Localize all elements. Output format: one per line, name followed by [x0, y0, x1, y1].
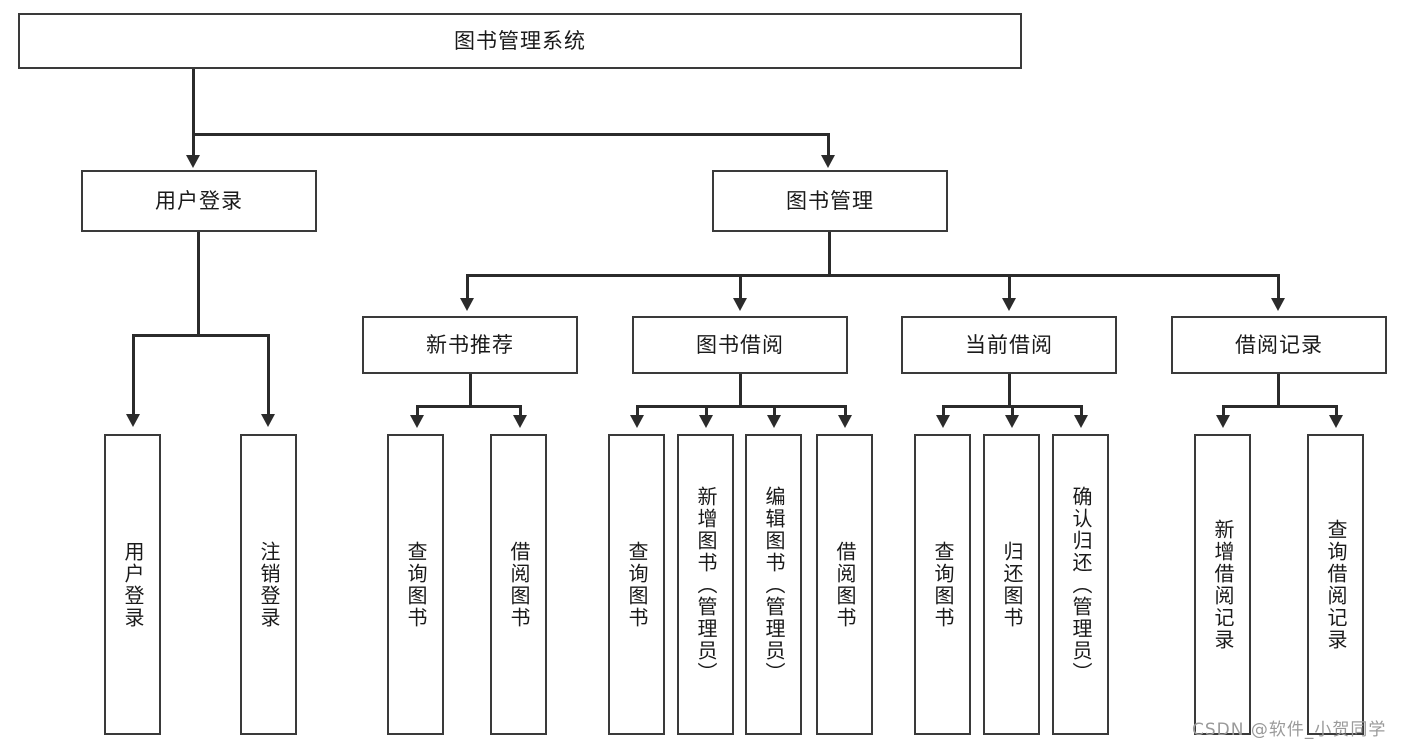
arrow-cb-to-leaf-1 [936, 415, 950, 428]
connector-cb-to-leaf-2 [1011, 405, 1014, 417]
connector-br-to-leaf-1 [1222, 405, 1225, 417]
connector-new-book-bar [416, 405, 522, 408]
node-label: 图书管理 [786, 188, 874, 213]
connector-new-book-stem [469, 374, 472, 408]
leaf-current-borrow-return-books[interactable]: 归还图书 [983, 434, 1040, 735]
leaf-book-borrow-borrow-books[interactable]: 借阅图书 [816, 434, 873, 735]
arrow-user-login-to-leaf-1 [126, 414, 140, 427]
node-label: 查询图书 [625, 540, 649, 629]
node-label: 编辑图书（管理员） [762, 485, 786, 684]
connector-user-login-bar [132, 334, 270, 337]
connector-bb-to-leaf-3 [773, 405, 776, 417]
connector-nb-to-leaf-2 [519, 405, 522, 417]
connector-book-borrow-stem [739, 374, 742, 408]
connector-user-login-stem [197, 232, 200, 336]
node-label: 新增借阅记录 [1211, 518, 1235, 651]
leaf-new-book-borrow-books[interactable]: 借阅图书 [490, 434, 547, 735]
connector-book-management-bar [466, 274, 1278, 277]
node-label: 新书推荐 [426, 332, 514, 357]
node-label: 查询图书 [404, 540, 428, 629]
arrow-nb-to-leaf-2 [513, 415, 527, 428]
watermark-text: CSDN @软件_小贺同学 [1192, 720, 1387, 740]
leaf-borrow-record-query-record[interactable]: 查询借阅记录 [1307, 434, 1364, 735]
connector-bm-to-book-borrow [739, 274, 742, 300]
arrow-br-to-leaf-1 [1216, 415, 1230, 428]
node-label: 新增图书（管理员） [694, 485, 718, 684]
node-new-book-recommend[interactable]: 新书推荐 [362, 316, 578, 374]
connector-book-borrow-bar [636, 405, 847, 408]
connector-borrow-record-bar [1222, 405, 1338, 408]
leaf-book-borrow-edit-book-admin[interactable]: 编辑图书（管理员） [745, 434, 802, 735]
leaf-user-login-logout[interactable]: 注销登录 [240, 434, 297, 735]
node-label: 归还图书 [1000, 540, 1024, 629]
arrow-cb-to-leaf-2 [1005, 415, 1019, 428]
connector-user-login-to-leaf-2 [267, 334, 270, 416]
arrow-bb-to-leaf-3 [767, 415, 781, 428]
connector-user-login-to-leaf-1 [132, 334, 135, 416]
node-current-borrow[interactable]: 当前借阅 [901, 316, 1117, 374]
connector-borrow-record-stem [1277, 374, 1280, 408]
connector-bb-to-leaf-4 [844, 405, 847, 417]
connector-current-borrow-stem [1008, 374, 1011, 408]
leaf-current-borrow-query-books[interactable]: 查询图书 [914, 434, 971, 735]
node-label: 确认归还（管理员） [1069, 485, 1093, 684]
arrow-bm-to-new-book [460, 298, 474, 311]
connector-nb-to-leaf-1 [416, 405, 419, 417]
arrow-cb-to-leaf-3 [1074, 415, 1088, 428]
arrow-root-to-book-management [821, 155, 835, 168]
connector-root-to-user-login [192, 133, 195, 157]
node-label: 当前借阅 [965, 332, 1053, 357]
connector-book-management-stem [828, 232, 831, 276]
leaf-new-book-query-books[interactable]: 查询图书 [387, 434, 444, 735]
connector-root-to-book-management [827, 133, 830, 157]
connector-cb-to-leaf-1 [942, 405, 945, 417]
leaf-user-login-login[interactable]: 用户登录 [104, 434, 161, 735]
node-borrow-record[interactable]: 借阅记录 [1171, 316, 1387, 374]
arrow-root-to-user-login [186, 155, 200, 168]
arrow-bm-to-borrow-record [1271, 298, 1285, 311]
node-label: 借阅图书 [833, 540, 857, 629]
node-label: 用户登录 [121, 540, 145, 629]
arrow-bm-to-book-borrow [733, 298, 747, 311]
node-user-login[interactable]: 用户登录 [81, 170, 317, 232]
connector-root-stem [192, 69, 195, 135]
connector-cb-to-leaf-3 [1080, 405, 1083, 417]
connector-bm-to-new-book [466, 274, 469, 300]
arrow-user-login-to-leaf-2 [261, 414, 275, 427]
connector-bb-to-leaf-1 [636, 405, 639, 417]
arrow-bb-to-leaf-2 [699, 415, 713, 428]
arrow-bm-to-current-borrow [1002, 298, 1016, 311]
node-root-book-management-system[interactable]: 图书管理系统 [18, 13, 1022, 69]
leaf-current-borrow-confirm-return-admin[interactable]: 确认归还（管理员） [1052, 434, 1109, 735]
arrow-nb-to-leaf-1 [410, 415, 424, 428]
leaf-book-borrow-query-books[interactable]: 查询图书 [608, 434, 665, 735]
node-label: 借阅记录 [1235, 332, 1323, 357]
leaf-book-borrow-add-book-admin[interactable]: 新增图书（管理员） [677, 434, 734, 735]
node-label: 图书管理系统 [454, 28, 586, 53]
node-label: 用户登录 [155, 188, 243, 213]
arrow-br-to-leaf-2 [1329, 415, 1343, 428]
node-book-management[interactable]: 图书管理 [712, 170, 948, 232]
connector-br-to-leaf-2 [1335, 405, 1338, 417]
node-book-borrow[interactable]: 图书借阅 [632, 316, 848, 374]
connector-bm-to-borrow-record [1277, 274, 1280, 300]
node-label: 图书借阅 [696, 332, 784, 357]
arrow-bb-to-leaf-4 [838, 415, 852, 428]
connector-root-bar [192, 133, 830, 136]
node-label: 查询借阅记录 [1324, 518, 1348, 651]
leaf-borrow-record-add-record[interactable]: 新增借阅记录 [1194, 434, 1251, 735]
node-label: 借阅图书 [507, 540, 531, 629]
connector-bm-to-current-borrow [1008, 274, 1011, 300]
arrow-bb-to-leaf-1 [630, 415, 644, 428]
node-label: 查询图书 [931, 540, 955, 629]
node-label: 注销登录 [257, 540, 281, 629]
connector-bb-to-leaf-2 [705, 405, 708, 417]
